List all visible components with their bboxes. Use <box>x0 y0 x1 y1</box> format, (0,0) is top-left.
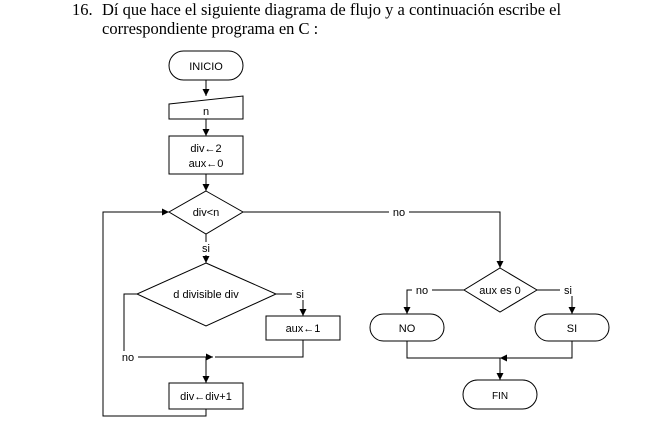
aux-yes-label: si <box>564 285 572 297</box>
arrow-loop-no <box>243 211 504 268</box>
end-label: FIN <box>492 391 508 402</box>
divisible-condition-label: d divisible div <box>173 289 239 301</box>
increment-process <box>168 382 244 410</box>
arrow-si-merge <box>500 341 573 362</box>
loop-no-label-bg <box>389 205 409 218</box>
aux-no-label: no <box>416 285 428 297</box>
loop-yes-label: si <box>202 243 210 255</box>
aux-condition-label: aux es 0 <box>479 285 521 297</box>
output-si-label: SI <box>567 323 577 335</box>
divisible-yes-label-bg <box>292 287 308 300</box>
aux-no-label-bg <box>412 283 432 296</box>
start-label: INICIO <box>189 61 223 73</box>
arrow-aux-merge <box>215 340 304 358</box>
arrow-no-merge <box>406 341 500 359</box>
aux-yes-label-bg <box>560 283 576 296</box>
output-no-terminator <box>369 313 445 342</box>
loop-condition-label: div<n <box>193 207 220 219</box>
divisible-decision <box>135 262 278 327</box>
problem-text-line-2: correspondiente programa en C : <box>102 19 319 38</box>
init-process <box>168 135 244 175</box>
input-shape <box>168 95 244 120</box>
end-terminator <box>462 379 538 410</box>
aux-decision <box>463 267 538 313</box>
problem-text-line-1: Dí que hace el siguiente diagrama de flu… <box>102 0 562 19</box>
output-no-label: NO <box>399 323 416 335</box>
input-label: n <box>203 106 209 118</box>
start-terminator <box>168 50 244 81</box>
divisible-no-label-bg <box>118 351 138 364</box>
divisible-no-label: no <box>122 352 134 364</box>
set-aux-process <box>265 315 341 341</box>
loop-yes-label-bg <box>198 242 214 255</box>
arrow-divisible-no <box>123 293 213 361</box>
connectors <box>102 80 576 417</box>
arrow-aux-no <box>403 289 464 314</box>
divisible-yes-label: si <box>296 289 304 301</box>
init-line-1: div←2 <box>190 143 221 155</box>
init-line-2: aux←0 <box>189 158 224 170</box>
set-aux-label: aux←1 <box>286 323 321 335</box>
increment-label: div←div+1 <box>180 391 232 403</box>
problem-number: 16. <box>72 0 93 19</box>
arrow-loop-back <box>102 208 207 417</box>
loop-decision <box>168 190 244 235</box>
output-si-terminator <box>534 313 610 342</box>
loop-no-label: no <box>393 207 405 219</box>
